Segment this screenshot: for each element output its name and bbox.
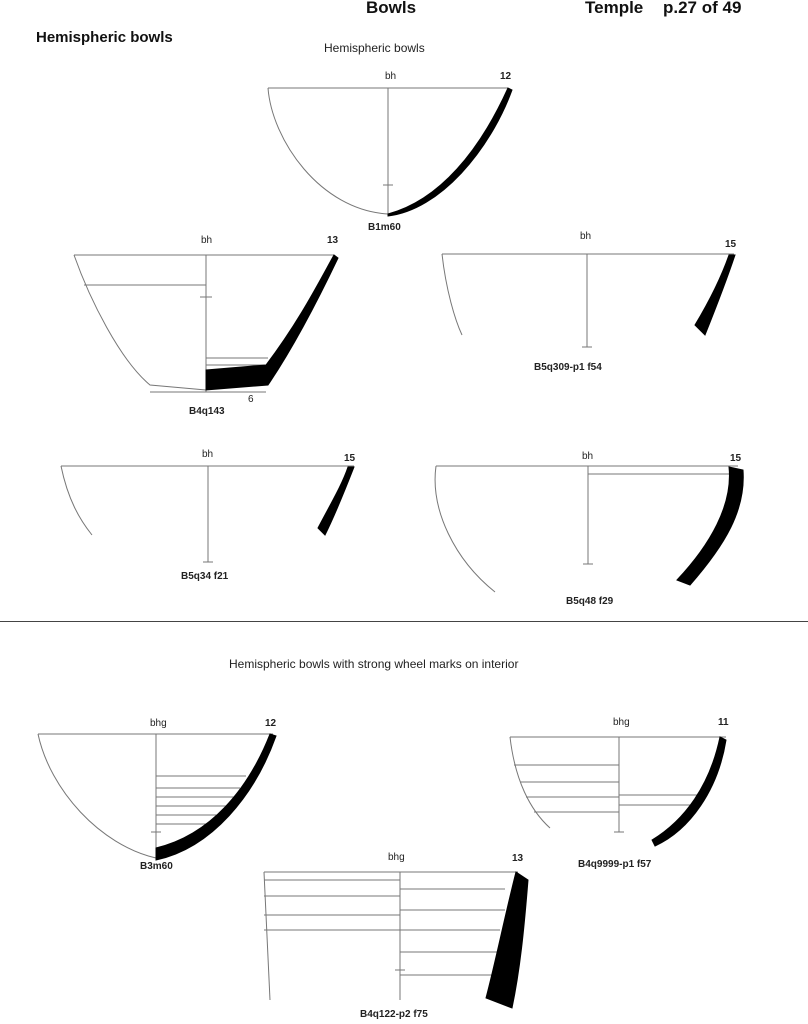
drawing-id: B5q48 f29 [566, 596, 614, 607]
site-name: Temple [585, 0, 644, 17]
profile-b4q122 [263, 871, 529, 1009]
profile-b5q48 [434, 465, 744, 593]
type-label: bh [202, 449, 214, 460]
group-caption-wheel-marks: Hemispheric bowls with strong wheel mark… [229, 657, 519, 671]
profile-b4q9999 [509, 736, 727, 847]
drawing-id: B4q143 [189, 406, 225, 417]
drawing-id: B3m60 [140, 861, 173, 872]
drawing-id: B5q309-p1 f54 [534, 362, 602, 373]
section-divider [0, 621, 808, 622]
drawing-id: B4q122-p2 f75 [360, 1009, 428, 1020]
diameter-label: 13 [327, 235, 339, 246]
type-label: bh [580, 231, 592, 242]
profile-b3m60 [37, 733, 277, 861]
profile-b5q309 [441, 253, 736, 348]
type-label: bh [201, 235, 213, 246]
page-number: p.27 of 49 [663, 0, 742, 17]
diameter-label: 15 [725, 239, 737, 250]
base-diameter-label: 6 [248, 394, 254, 405]
type-label: bhg [150, 718, 167, 729]
drawing-id: B4q9999-p1 f57 [578, 859, 652, 870]
page-title: Bowls [366, 0, 417, 17]
diameter-label: 12 [500, 71, 512, 82]
section-title: Hemispheric bowls [36, 29, 173, 46]
diameter-label: 13 [512, 853, 524, 864]
diameter-label: 11 [718, 717, 729, 728]
diameter-label: 15 [730, 453, 742, 464]
type-label: bh [385, 71, 397, 82]
profile-b4q143 [73, 254, 339, 393]
diameter-label: 12 [265, 718, 277, 729]
diameter-label: 15 [344, 453, 356, 464]
type-label: bhg [613, 717, 630, 728]
drawing-id: B1m60 [368, 222, 401, 233]
profile-b1m60 [267, 87, 513, 217]
type-label: bhg [388, 852, 405, 863]
profile-b5q34 [60, 465, 355, 563]
group-caption-plain: Hemispheric bowls [324, 41, 425, 55]
drawing-id: B5q34 f21 [181, 571, 229, 582]
type-label: bh [582, 451, 594, 462]
